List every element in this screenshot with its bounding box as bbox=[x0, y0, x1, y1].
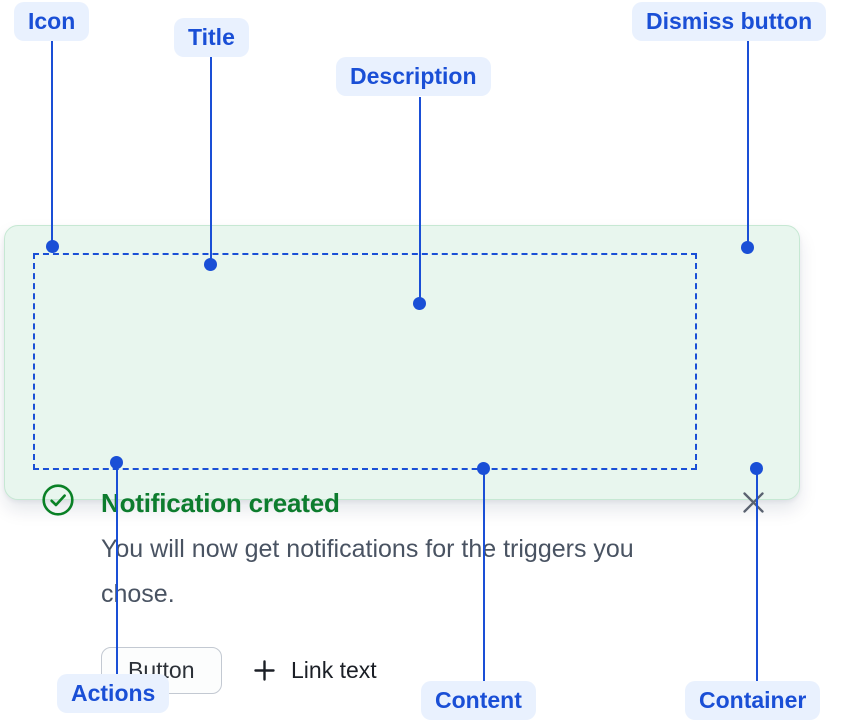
content-callout-dot bbox=[477, 462, 490, 475]
description-callout-label: Description bbox=[336, 57, 491, 96]
check-circle-icon bbox=[42, 484, 74, 516]
icon-callout-line bbox=[51, 41, 53, 243]
flag-link-label: Link text bbox=[291, 656, 377, 683]
plus-icon bbox=[252, 658, 277, 683]
title-callout-line bbox=[210, 57, 212, 260]
dismiss-callout-line bbox=[747, 41, 749, 243]
title-callout-label: Title bbox=[174, 18, 249, 57]
flag-container: Notification created You will now get no… bbox=[4, 225, 800, 694]
actions-callout-dot bbox=[110, 456, 123, 469]
dismiss-button[interactable] bbox=[738, 487, 768, 517]
content-area-outline bbox=[33, 253, 697, 470]
cross-icon bbox=[740, 489, 767, 516]
actions-callout-line bbox=[116, 466, 118, 674]
content-callout-label: Content bbox=[421, 681, 536, 720]
description-callout-dot bbox=[413, 297, 426, 310]
container-callout-label: Container bbox=[685, 681, 821, 720]
dismiss-callout-label: Dismiss button bbox=[632, 2, 827, 41]
container-callout-dot bbox=[750, 462, 763, 475]
container-callout-line bbox=[756, 472, 758, 681]
flag-description: You will now get notifications for the t… bbox=[101, 535, 634, 608]
icon-callout-dot bbox=[46, 240, 59, 253]
flag-title: Notification created bbox=[101, 488, 340, 518]
description-callout-line bbox=[419, 97, 421, 299]
content-callout-line bbox=[483, 472, 485, 681]
actions-callout-label: Actions bbox=[57, 674, 170, 713]
title-callout-dot bbox=[204, 258, 217, 271]
dismiss-callout-dot bbox=[741, 241, 754, 254]
icon-callout-label: Icon bbox=[14, 2, 90, 41]
flag-link[interactable]: Link text bbox=[252, 656, 377, 684]
